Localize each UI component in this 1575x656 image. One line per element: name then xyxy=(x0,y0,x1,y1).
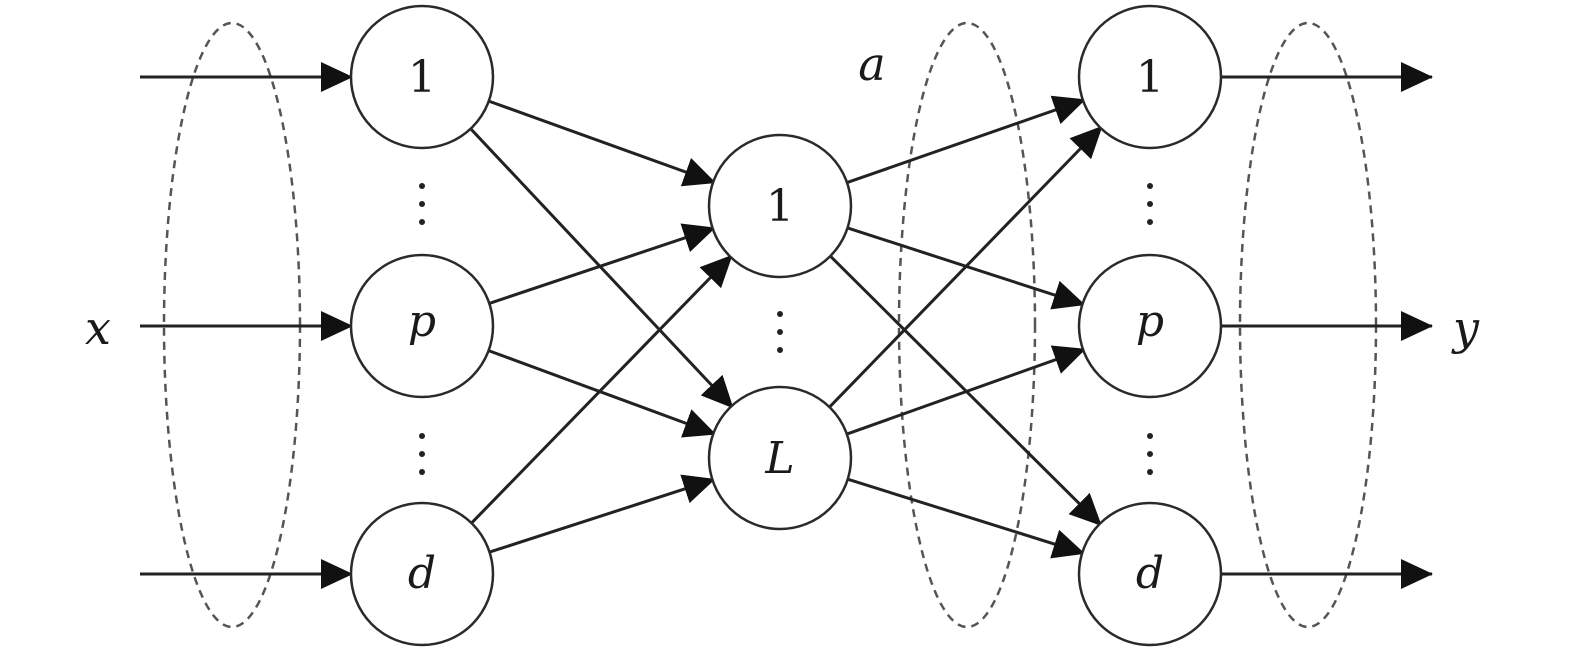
hidden-node-1: 1 xyxy=(707,133,853,279)
edge-hid-L-to-out-1 xyxy=(828,125,1103,409)
output-node-1: 1 xyxy=(1077,4,1223,150)
output-upper-ellipsis xyxy=(1147,183,1153,225)
edge-in-1-to-hid-1 xyxy=(488,99,717,187)
input-node-1-label: 1 xyxy=(408,52,436,103)
input-node-d: d xyxy=(349,501,495,647)
edge-in-d-to-hid-L xyxy=(489,474,716,554)
connection-edges xyxy=(469,95,1103,559)
output-node-p-label: p xyxy=(1136,296,1164,347)
ellipsis-dots xyxy=(419,183,1153,475)
hidden-node-L-label: L xyxy=(764,433,794,484)
hidden-node-L: L xyxy=(707,385,853,531)
input-node-p-label: p xyxy=(408,296,436,347)
hidden-vector-label: a xyxy=(858,37,885,91)
hidden-group-ellipse xyxy=(897,21,1037,629)
output-node-1-label: 1 xyxy=(1136,52,1164,103)
input-node-p: p xyxy=(349,253,495,399)
io-lines xyxy=(140,62,1433,589)
input-node-d-label: d xyxy=(408,548,436,599)
input-node-1: 1 xyxy=(349,4,495,150)
output-lower-ellipsis xyxy=(1147,433,1153,475)
edge-in-p-to-hid-1 xyxy=(488,223,716,305)
input-vector-label: x xyxy=(85,301,111,355)
edge-in-d-to-hid-1 xyxy=(470,254,733,525)
output-node-d: d xyxy=(1077,501,1223,647)
input-upper-ellipsis xyxy=(419,183,425,225)
hidden-node-1-label: 1 xyxy=(766,181,794,232)
edge-hid-L-to-out-p xyxy=(846,345,1086,436)
edge-in-1-to-hid-L xyxy=(469,127,734,409)
edge-hid-1-to-out-1 xyxy=(846,95,1086,185)
hidden-layer: 1 L xyxy=(707,133,853,531)
hidden-ellipsis xyxy=(777,311,783,353)
output-vector-label: y xyxy=(1451,301,1480,355)
input-lower-ellipsis xyxy=(419,433,425,475)
output-node-p: p xyxy=(1077,253,1223,399)
input-layer: 1 p d xyxy=(349,4,495,647)
edge-in-p-to-hid-L xyxy=(488,349,717,438)
edge-hid-L-to-out-d xyxy=(847,477,1086,559)
output-layer: 1 p d xyxy=(1077,4,1223,647)
output-node-d-label: d xyxy=(1136,548,1164,599)
